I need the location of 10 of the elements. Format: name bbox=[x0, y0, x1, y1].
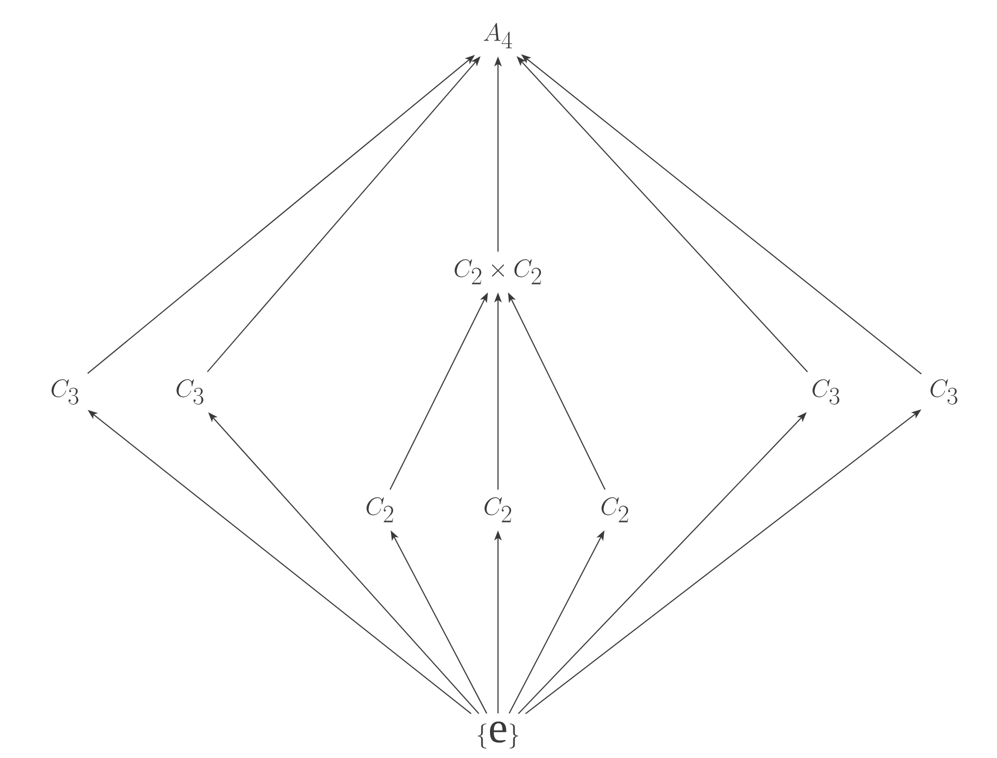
group-label: $C_3$ bbox=[52, 379, 78, 405]
group-label: $C_2$ bbox=[484, 497, 512, 522]
group-label: $A_4$ bbox=[484, 23, 512, 48]
group-label: $C_2 \times C_2$ bbox=[454, 259, 541, 284]
group-label: $C_3$ bbox=[812, 379, 840, 405]
group-label: $C_2$ bbox=[366, 497, 394, 522]
group-label: $C_2$ bbox=[602, 497, 628, 522]
group-label: $C_3$ bbox=[176, 379, 204, 405]
group-label: $C_3$ bbox=[930, 379, 958, 405]
group-label: $\{\mathrm{e}\}$ bbox=[478, 722, 518, 748]
